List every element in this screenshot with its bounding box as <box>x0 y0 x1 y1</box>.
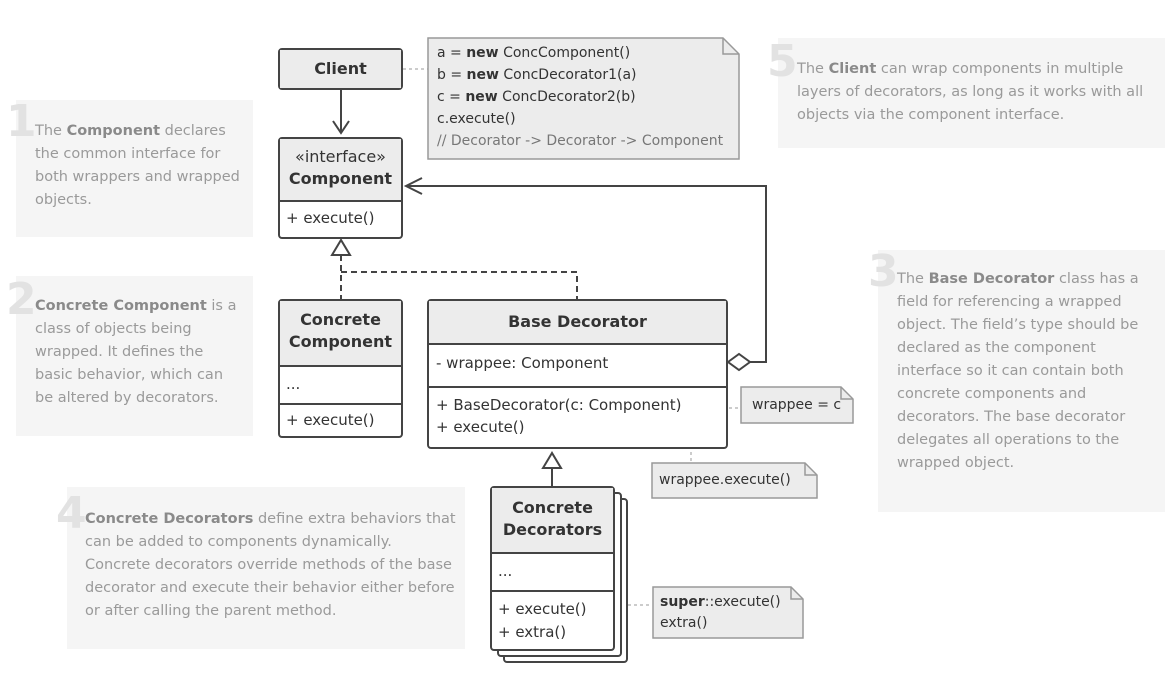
note-text-1: The Component declares the common interf… <box>35 123 240 208</box>
note-text-3: The Base Decorator class has a field for… <box>897 271 1139 471</box>
base-decorator-fields: - wrappee: Component <box>429 343 726 386</box>
concrete-component-methods: + execute() <box>280 403 401 436</box>
client-class-name: Client <box>280 50 401 88</box>
super-note-shape <box>652 586 804 639</box>
aggregation-diamond <box>726 352 752 372</box>
note-number-3: 3 <box>868 246 899 297</box>
concrete-decorators-name-1: Concrete <box>512 498 593 517</box>
note-number-4: 4 <box>56 488 87 539</box>
concrete-component-header: Concrete Component <box>280 301 401 365</box>
note-panel-5 <box>778 38 1165 148</box>
note-number-2: 2 <box>6 274 37 325</box>
base-decorator-name: Base Decorator <box>429 301 726 343</box>
super-note: super::execute() extra() <box>660 592 781 634</box>
base-decorator-method-execute: + execute() <box>436 418 525 436</box>
inheritance-triangle <box>541 451 563 469</box>
client-arrowhead <box>332 120 350 135</box>
note-text-5: The Client can wrap components in multip… <box>797 61 1144 123</box>
base-decorator-method-constructor: + BaseDecorator(c: Component) <box>436 396 682 414</box>
code-line-4: c.execute() <box>437 111 516 127</box>
component-stereotype: «interface» <box>295 147 386 166</box>
code-line-3: c = new ConcDecorator2(b) <box>437 89 636 105</box>
wrappee-execute-note-shape <box>651 462 818 499</box>
concrete-decorators-header: Concrete Decorators <box>492 488 613 552</box>
aggregation-line <box>406 185 767 363</box>
code-note-shape <box>427 37 740 160</box>
code-line-5: // Decorator -> Decorator -> Component <box>437 133 724 149</box>
super-note-line-1: super::execute() <box>660 594 781 610</box>
note-text-4: Concrete Decorators define extra behavio… <box>85 511 456 619</box>
note-panel-2 <box>16 276 253 436</box>
concrete-component-name-2: Component <box>288 332 393 351</box>
concrete-decorators-method-execute: + execute() <box>498 600 587 618</box>
concrete-component-name-1: Concrete <box>300 310 381 329</box>
code-note: a = new ConcComponent() b = new ConcDeco… <box>427 37 740 160</box>
note-text-2: Concrete Component is a class of objects… <box>35 298 237 406</box>
wrappee-assign-note-shape <box>740 386 854 424</box>
code-line-2: b = new ConcDecorator1(a) <box>437 67 637 83</box>
base-decorator-class: Base Decorator - wrappee: Component + Ba… <box>427 299 728 449</box>
concrete-decorators-methods: + execute() + extra() <box>492 590 613 650</box>
note-panel-4 <box>67 487 465 649</box>
concrete-component-fields: ... <box>280 365 401 403</box>
base-decorator-field-wrappee: - wrappee: Component <box>436 354 609 372</box>
note-number-1: 1 <box>6 96 37 147</box>
concrete-decorators-class: Concrete Decorators ... + execute() + ex… <box>490 486 615 651</box>
realization-triangle <box>330 238 352 256</box>
super-note-line-2: extra() <box>660 615 708 631</box>
concrete-decorators-name-2: Decorators <box>502 520 603 539</box>
component-name: Component <box>288 169 393 188</box>
concrete-decorators-method-extra: + extra() <box>498 623 567 641</box>
component-interface: «interface» Component + execute() <box>278 137 403 239</box>
realization-branch <box>341 271 578 299</box>
note-panel-1 <box>16 100 253 237</box>
base-decorator-methods: + BaseDecorator(c: Component) + execute(… <box>429 386 726 444</box>
wrappee-execute-note: wrappee.execute() <box>659 472 791 488</box>
concrete-component-method-execute: + execute() <box>286 411 375 429</box>
code-line-1: a = new ConcComponent() <box>437 45 631 61</box>
note-number-5: 5 <box>767 36 798 87</box>
component-methods: + execute() <box>280 200 401 237</box>
component-header: «interface» Component <box>280 139 401 200</box>
component-method-execute: + execute() <box>286 209 375 227</box>
client-class: Client <box>278 48 403 90</box>
concrete-component-class: Concrete Component ... + execute() <box>278 299 403 438</box>
aggregation-arrowhead <box>403 177 423 195</box>
wrappee-assign-note: wrappee = c <box>752 397 842 413</box>
concrete-decorators-fields: ... <box>492 552 613 590</box>
note-panel-3 <box>878 250 1165 512</box>
